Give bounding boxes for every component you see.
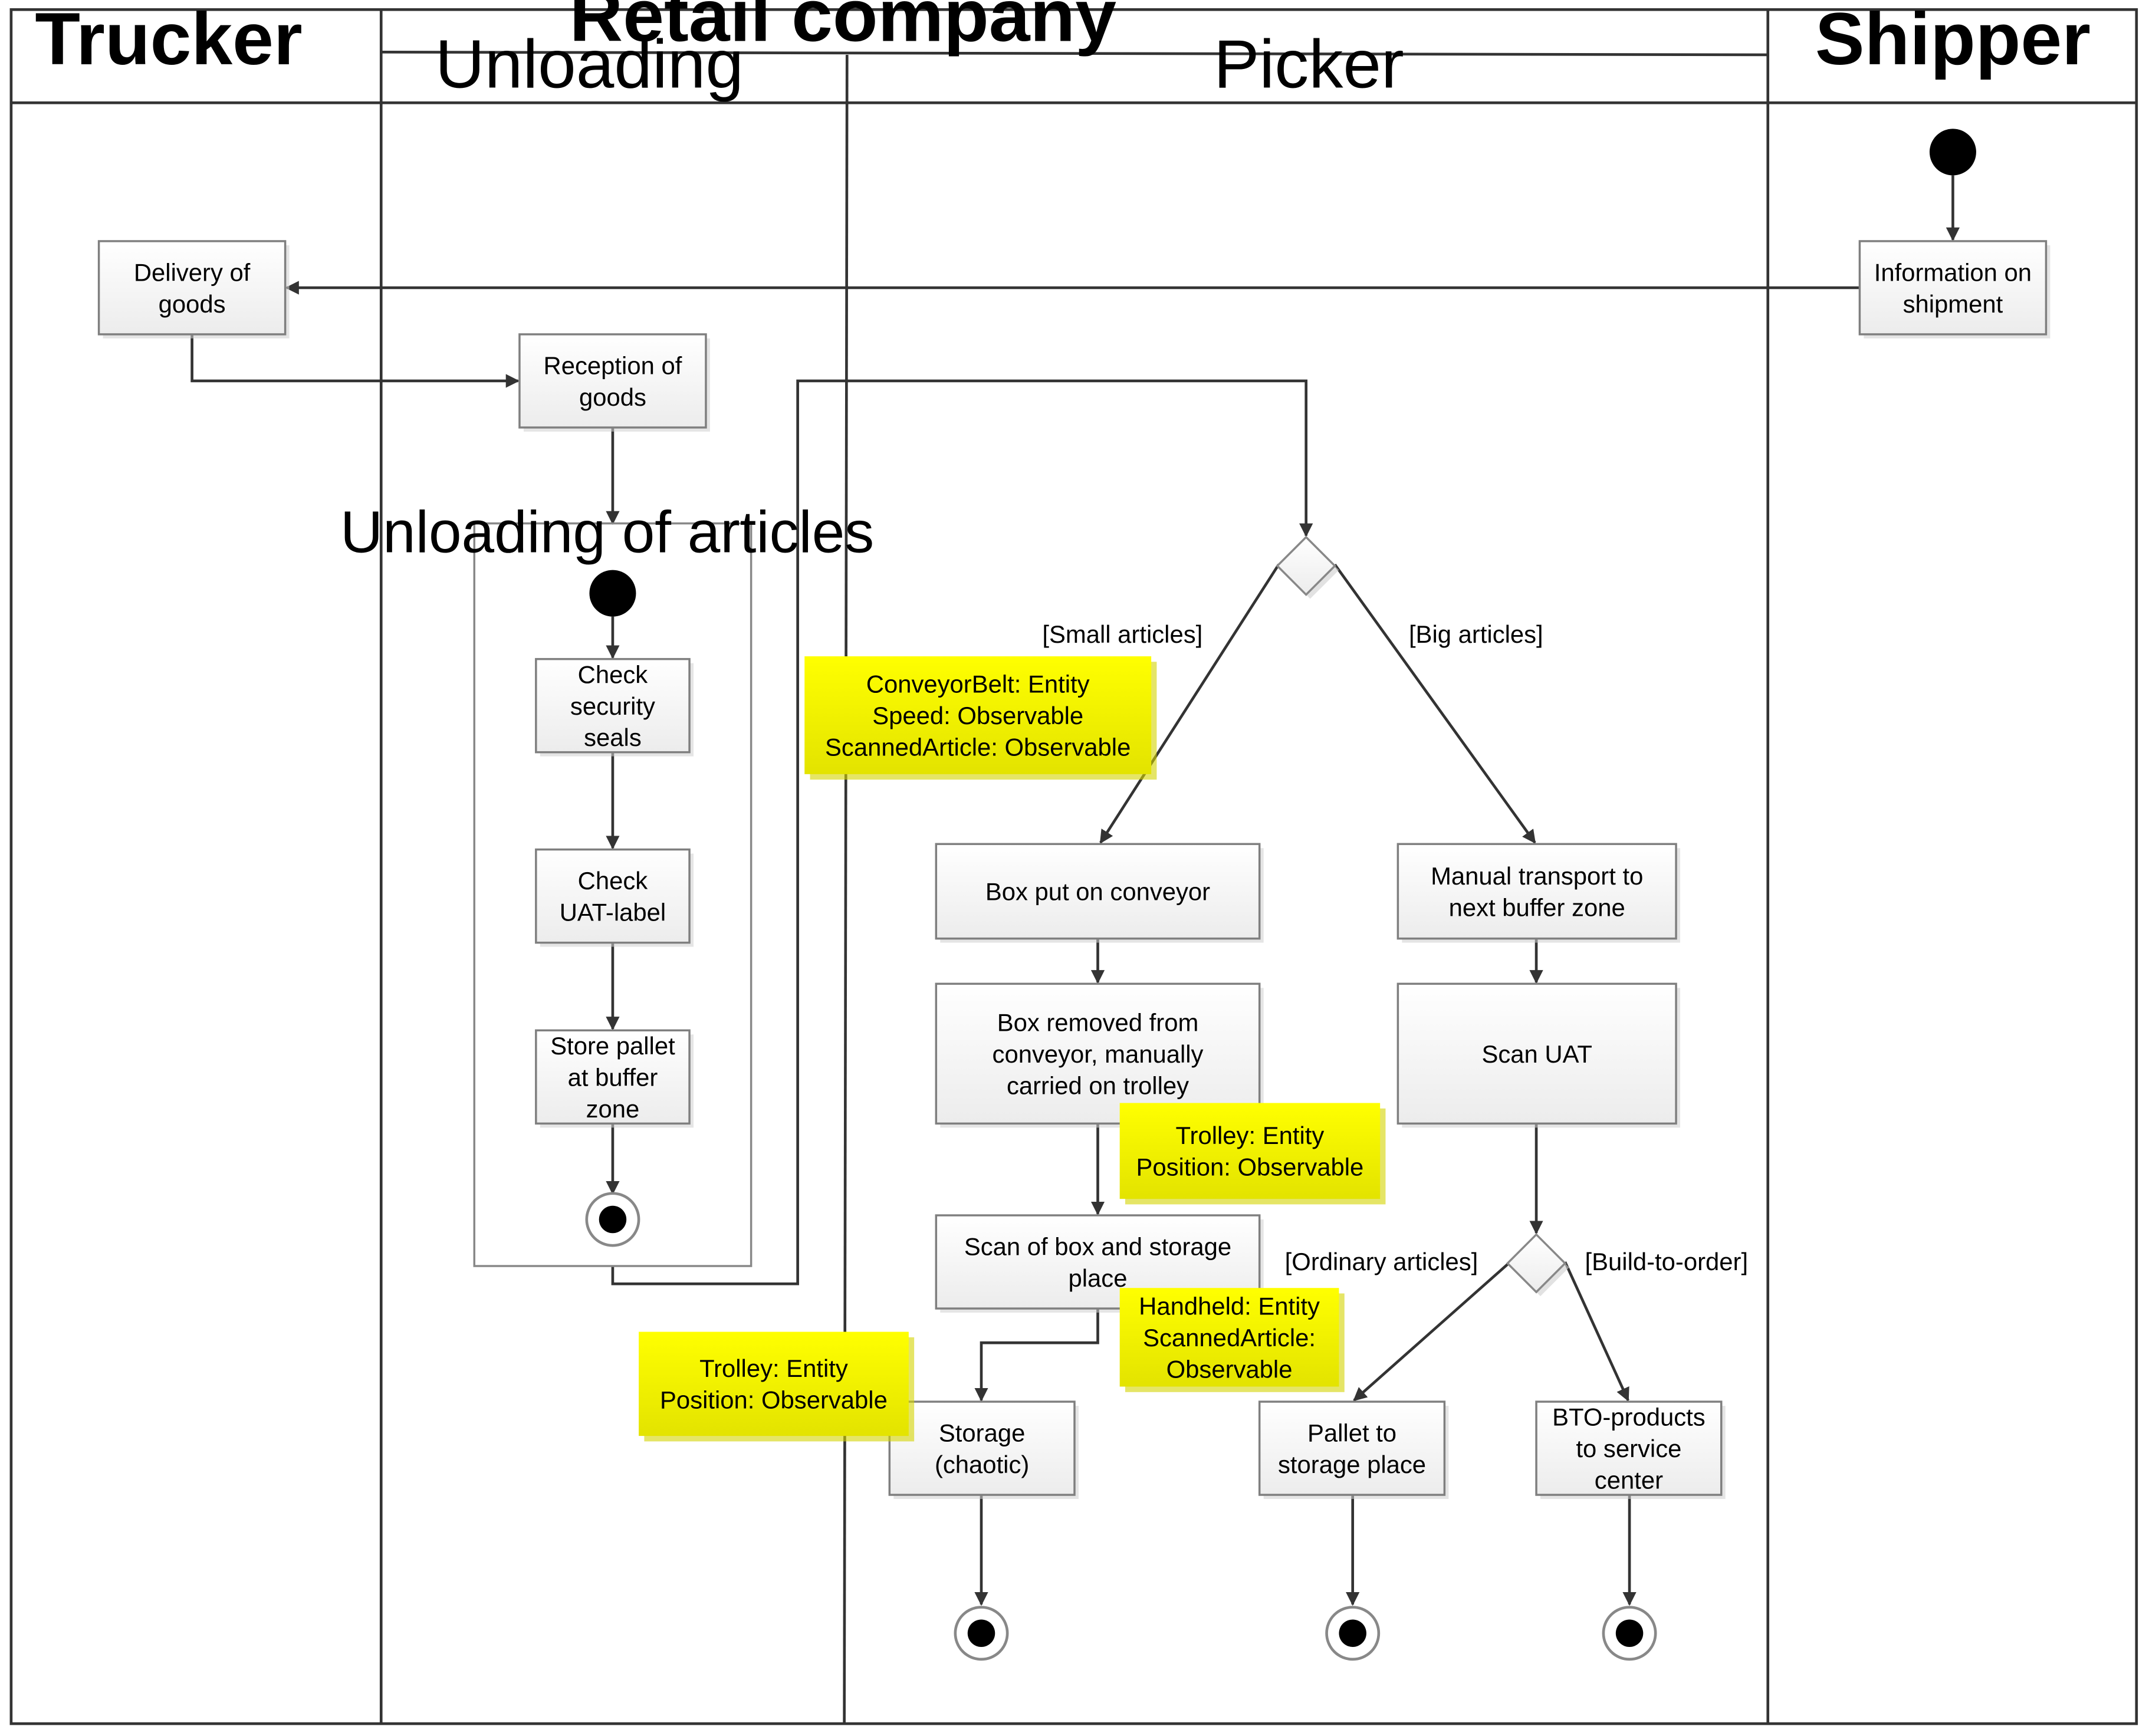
note-label-line: ScannedArticle: Observable (825, 733, 1131, 761)
activity-label-line: Scan UAT (1481, 1040, 1592, 1068)
activity-storage: Storage (chaotic) (888, 1400, 1079, 1500)
activity-label-line: Box put on conveyor (985, 878, 1210, 906)
activity-label-line: BTO-products (1552, 1403, 1706, 1431)
flow-connectors (190, 175, 1960, 1606)
guard-build-to-order: [Build-to-order] (1585, 1248, 1749, 1275)
note-label-line: Observable (1166, 1355, 1293, 1383)
activity-label-line: Check (578, 660, 648, 688)
activity-label-line: Manual transport to (1431, 862, 1643, 890)
activity-check-seals: Check security seals (535, 657, 694, 757)
end-node-pallet (1325, 1606, 1381, 1661)
activity-label-line: (chaotic) (935, 1451, 1029, 1478)
start-node-shipper (1929, 129, 1976, 176)
flow-ordinary-articles (1353, 1261, 1511, 1402)
swimlane-frame (9, 8, 2138, 1725)
activity-label-line: shipment (1903, 290, 2003, 318)
guard-big-articles: [Big articles] (1409, 620, 1543, 648)
decision-article-size (1276, 535, 1339, 599)
activity-label-line: Reception of (544, 351, 682, 379)
activity-label-line: zone (586, 1095, 640, 1123)
note-label-line: Position: Observable (660, 1386, 888, 1414)
flow-unloading-to-decision (611, 379, 1313, 1285)
activity-label-line: Pallet to (1307, 1419, 1396, 1446)
activity-label-line: Check (578, 867, 648, 895)
note-label-line: ScannedArticle: (1143, 1324, 1316, 1352)
activity-label-line: to service (1576, 1435, 1681, 1462)
activity-label-line: carried on trolley (1007, 1071, 1189, 1099)
activity-delivery: Delivery of goods (97, 240, 290, 338)
lane-title-retail-company: Retail company (570, 0, 1117, 57)
activity-label-line: Scan of box and storage (964, 1232, 1231, 1260)
activity-label-line: goods (159, 290, 226, 318)
subactivity-title: Unloading of articles (340, 499, 874, 565)
lane-title-unloading: Unloading (435, 26, 744, 103)
activity-label-line: next buffer zone (1449, 893, 1625, 921)
activity-label-line: security (570, 692, 655, 720)
lane-title-trucker: Trucker (35, 0, 302, 80)
activity-bto: BTO-products to service center (1535, 1400, 1726, 1500)
lane-title-picker: Picker (1214, 26, 1404, 103)
note-label-line: Speed: Observable (872, 702, 1083, 729)
start-node-unloading (589, 570, 636, 617)
activity-reception: Reception of goods (518, 333, 710, 432)
end-node-bto (1602, 1606, 1657, 1661)
guard-small-articles: [Small articles] (1042, 620, 1202, 648)
end-node-storage (954, 1606, 1009, 1661)
flow-scan-to-storage (974, 1308, 1099, 1402)
note-label-line: Trolley: Entity (699, 1354, 848, 1382)
activity-label-line: conveyor, manually (993, 1040, 1204, 1068)
activity-scan-uat: Scan UAT (1396, 982, 1681, 1128)
activity-manual-transport: Manual transport to next buffer zone (1396, 843, 1681, 943)
activity-store-pallet: Store pallet at buffer zone (535, 1029, 694, 1128)
activity-pallet-storage: Pallet to storage place (1258, 1400, 1449, 1500)
activity-box-conveyor: Box put on conveyor (935, 843, 1264, 943)
note-label-line: Handheld: Entity (1139, 1292, 1320, 1320)
activity-label-line: seals (584, 724, 642, 751)
activity-label-line: UAT-label (560, 898, 666, 926)
activity-label-line: place (1069, 1264, 1128, 1292)
activity-label-line: Box removed from (997, 1009, 1199, 1037)
note-label-line: ConveyorBelt: Entity (866, 670, 1090, 698)
activities-layer: Delivery of goods Information on shipmentRe… (97, 240, 2051, 1500)
flow-big-articles (1333, 563, 1536, 844)
activity-label-line: at buffer (568, 1063, 658, 1091)
activity-information: Information on shipment (1858, 240, 2051, 338)
activity-label-line: Storage (939, 1419, 1025, 1446)
activity-label-line: center (1595, 1467, 1663, 1494)
flow-delivery-to-reception (190, 334, 520, 388)
note-label-line: Trolley: Entity (1176, 1122, 1325, 1149)
guard-ordinary-articles: [Ordinary articles] (1285, 1248, 1478, 1275)
end-node-unloading (585, 1192, 640, 1247)
flow-small-articles (1099, 564, 1280, 844)
note-label-line: Position: Observable (1136, 1153, 1364, 1181)
activity-label-line: goods (579, 383, 646, 411)
activity-label-line: Delivery of (134, 258, 251, 286)
activity-label-line: Information on (1874, 258, 2032, 286)
subactivity-frame (473, 522, 753, 1267)
decision-order-type (1506, 1233, 1569, 1297)
lane-title-shipper: Shipper (1815, 0, 2091, 80)
activity-label-line: Store pallet (550, 1032, 675, 1060)
flow-build-to-order (1563, 1261, 1629, 1402)
activity-label-line: storage place (1278, 1451, 1426, 1478)
